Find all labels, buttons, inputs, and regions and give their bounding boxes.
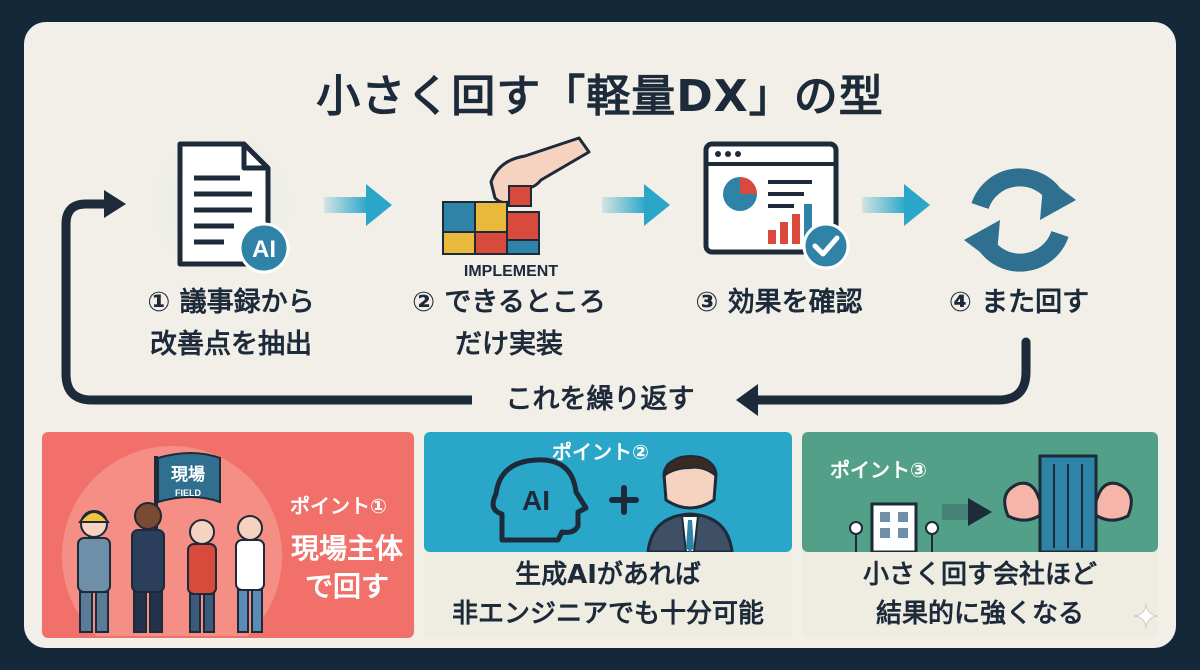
point-2-panel: ポイント② AI 生成AIがあれば 非エンジニアでも十分可能 bbox=[424, 432, 792, 638]
point-2-line2: 非エンジニアでも十分可能 bbox=[451, 599, 764, 629]
field-team-illustration: 現場 FIELD bbox=[62, 446, 282, 636]
infographic-card: 小さく回す「軽量DX」の型 AI I bbox=[24, 22, 1176, 648]
dashboard-check-icon bbox=[703, 141, 850, 270]
point-1-line1: 現場主体 bbox=[290, 532, 403, 565]
implement-label: IMPLEMENT bbox=[464, 263, 558, 280]
point-1-panel: 現場 FIELD ポイント① 現場主体 で回す bbox=[42, 432, 414, 638]
step-2-label: ② できるところ だけ実装 bbox=[384, 282, 634, 366]
step-1-label: ① 議事録から 改善点を抽出 bbox=[106, 282, 356, 366]
point-2-tag: ポイント② bbox=[552, 440, 649, 464]
ai-document-icon: AI bbox=[148, 130, 296, 278]
ai-head-text: AI bbox=[522, 485, 550, 516]
loop-arrow bbox=[61, 190, 1031, 416]
point-1-text: 現場主体 で回す bbox=[282, 530, 412, 606]
point-3-line1: 小さく回す会社ほど bbox=[862, 560, 1097, 590]
ai-plus-person-illustration: AI bbox=[490, 454, 734, 552]
step-1-line1: ① 議事録から bbox=[147, 287, 315, 318]
point-1-line2: で回す bbox=[304, 570, 389, 603]
point-3-caption: 小さく回す会社ほど 結果的に強くなる bbox=[802, 556, 1158, 634]
flow-arrow-2 bbox=[602, 184, 670, 226]
step-3-line1: ③ 効果を確認 bbox=[695, 287, 863, 318]
loop-label: これを繰り返す bbox=[472, 378, 728, 422]
flag-sub-text: FIELD bbox=[175, 488, 201, 498]
cycle-arrows-icon bbox=[964, 168, 1076, 272]
step-2-line2: だけ実装 bbox=[455, 329, 563, 360]
point-2-line1: 生成AIがあれば bbox=[515, 560, 701, 590]
ai-badge-text: AI bbox=[252, 236, 276, 263]
step-1-line2: 改善点を抽出 bbox=[150, 329, 312, 360]
point-3-panel: ポイント③ 小さく回す会社ほど 結果的に強くなる bbox=[802, 432, 1158, 638]
point-1-tag: ポイント① bbox=[290, 494, 387, 518]
step-3-label: ③ 効果を確認 bbox=[664, 282, 894, 324]
point-3-tag: ポイント③ bbox=[830, 458, 927, 482]
puzzle-hand-icon: IMPLEMENT bbox=[442, 136, 591, 280]
step-2-line1: ② できるところ bbox=[412, 287, 606, 318]
point-2-band bbox=[424, 432, 792, 552]
step-4-line1: ④ また回す bbox=[948, 287, 1090, 318]
company-growth-illustration bbox=[849, 454, 1133, 552]
point-3-line2: 結果的に強くなる bbox=[875, 599, 1084, 629]
flow-arrow-3 bbox=[862, 184, 930, 226]
flag-text: 現場 bbox=[171, 465, 205, 485]
page-title: 小さく回す「軽量DX」の型 bbox=[316, 71, 884, 122]
step-4-label: ④ また回す bbox=[919, 282, 1119, 324]
flow-arrow-1 bbox=[324, 184, 392, 226]
point-2-caption: 生成AIがあれば 非エンジニアでも十分可能 bbox=[424, 556, 792, 634]
sparkle-icon bbox=[1134, 604, 1158, 628]
